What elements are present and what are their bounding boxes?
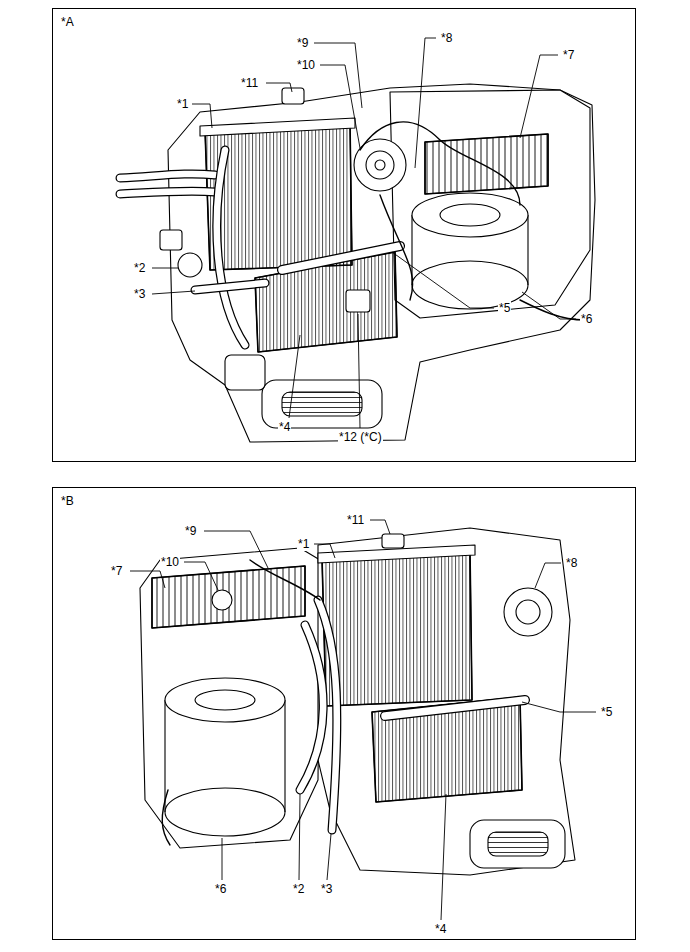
callout-number: *2 xyxy=(292,882,305,896)
pipes-b xyxy=(162,560,525,845)
callout-number: *8 xyxy=(440,31,453,45)
pipes-a xyxy=(120,122,585,345)
callout-number: *7 xyxy=(562,48,575,62)
callout-number: *11 xyxy=(346,513,365,527)
view-panel: *A xyxy=(52,8,636,462)
callout-number: *6 xyxy=(214,882,227,896)
unit-view-a xyxy=(160,84,595,442)
callout-number: *9 xyxy=(184,524,197,538)
callout-number: *10 xyxy=(296,58,316,72)
callout-number: *1 xyxy=(176,97,189,111)
view-label: *A xyxy=(53,9,74,29)
callout-number: *5 xyxy=(600,705,613,719)
callout-number: *4 xyxy=(434,922,447,936)
callout-number: *1 xyxy=(297,537,310,551)
callout-number: *2 xyxy=(133,261,146,275)
view-label: *B xyxy=(53,488,74,508)
callout-number: *3 xyxy=(133,287,146,301)
callout-number: *9 xyxy=(296,36,309,50)
callout-number: *7 xyxy=(110,564,123,578)
view-panel: *B xyxy=(52,487,636,940)
callout-number: *5 xyxy=(498,301,511,315)
callout-number: *6 xyxy=(580,312,593,326)
callout-number: *11 xyxy=(240,76,259,90)
callout-number: *12 (*C) xyxy=(338,430,383,444)
callout-number: *3 xyxy=(320,882,333,896)
leader-lines xyxy=(130,38,596,920)
callout-number: *8 xyxy=(565,556,578,570)
callout-number: *10 xyxy=(160,555,180,569)
callout-number: *4 xyxy=(278,420,291,434)
unit-view-b xyxy=(140,528,575,875)
